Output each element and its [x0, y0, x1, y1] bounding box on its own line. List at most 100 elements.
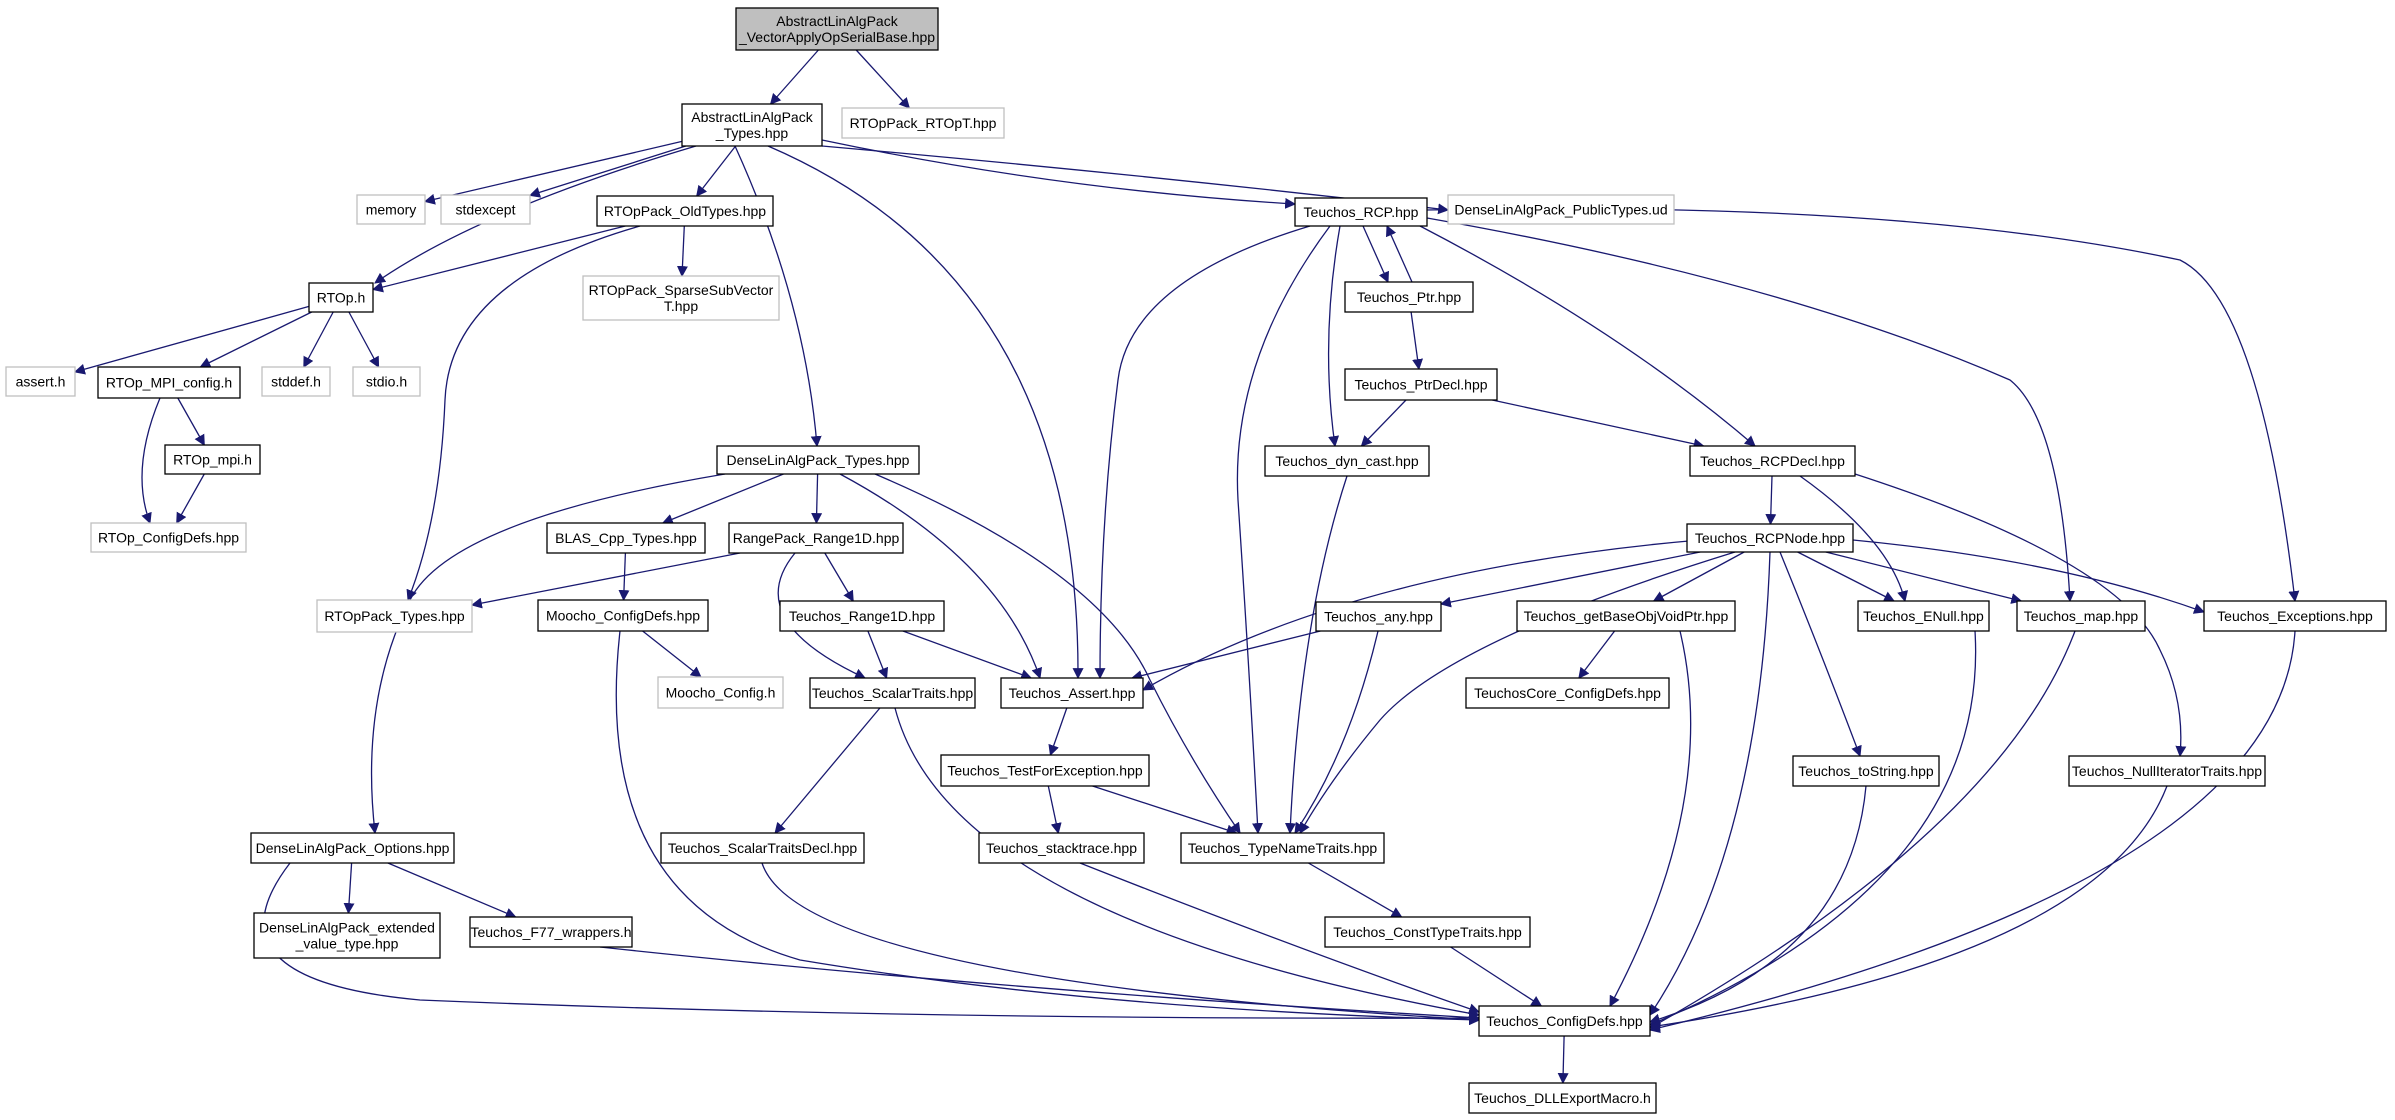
edge-rtop_h-to-assert_h: [73, 305, 310, 375]
node-teuchos_any[interactable]: Teuchos_any.hpp: [1315, 601, 1442, 632]
node-label: stdexcept: [456, 202, 516, 218]
node-box: [440, 194, 531, 225]
node-teuchos_testforexception[interactable]: Teuchos_TestForException.hpp: [940, 754, 1150, 787]
node-rtop_h[interactable]: RTOp.h: [308, 282, 374, 313]
edge-teuchos_rcp-to-teuchos_map: [1426, 217, 2075, 603]
dependency-edges: [73, 49, 2300, 1085]
edge-rtoppack_oldtypes-to-rtop_h: [371, 225, 626, 293]
node-label: RangePack_Range1D.hpp: [733, 530, 900, 546]
edge-teuchos_rcp-to-teuchos_assert: [1094, 225, 1311, 680]
node-alap_types[interactable]: AbstractLinAlgPack_Types.hpp: [681, 103, 823, 147]
node-label: Teuchos_Assert.hpp: [1009, 685, 1136, 701]
edge-teuchos_rcp-to-teuchos_typenametraits: [1236, 225, 1331, 835]
node-box: [316, 599, 473, 633]
node-label: RTOp_MPI_config.h: [106, 375, 232, 391]
edge-teuchos_configdefs-to-teuchos_dllexport: [1557, 1035, 1569, 1085]
node-teuchos_assert[interactable]: Teuchos_Assert.hpp: [1000, 677, 1144, 709]
edge-teuchos_rcpnode-to-teuchos_enull: [1797, 551, 1895, 602]
node-box: [1324, 916, 1531, 948]
node-teuchos_typenametraits[interactable]: Teuchos_TypeNameTraits.hpp: [1180, 832, 1385, 864]
node-box: [253, 912, 441, 959]
node-label: Teuchos_ScalarTraitsDecl.hpp: [668, 840, 858, 856]
node-label: RTOp_mpi.h: [173, 452, 252, 468]
node-box: [164, 444, 261, 475]
node-box: [1478, 1005, 1651, 1037]
node-box: [97, 366, 241, 399]
node-teuchos_map[interactable]: Teuchos_map.hpp: [2016, 600, 2146, 632]
node-box: [1315, 601, 1442, 632]
node-teuchoscore_configdefs[interactable]: TeuchosCore_ConfigDefs.hpp: [1465, 677, 1670, 709]
edge-dlap_types-to-dlap_options: [368, 473, 726, 835]
edge-teuchos_any-to-teuchos_assert: [1131, 630, 1321, 681]
node-stddef_h: stddef.h: [261, 366, 331, 397]
node-teuchos_rcpdecl[interactable]: Teuchos_RCPDecl.hpp: [1689, 445, 1856, 477]
node-dlap_options[interactable]: DenseLinAlgPack_Options.hpp: [250, 832, 455, 864]
node-label: Teuchos_RCPDecl.hpp: [1700, 453, 1845, 469]
node-teuchos_stacktrace[interactable]: Teuchos_stacktrace.hpp: [978, 832, 1145, 864]
node-box: [1447, 194, 1675, 225]
edge-teuchos_rcpnode-to-teuchos_typenametraits: [1299, 551, 1736, 834]
edge-teuchos_typenametraits-to-teuchos_consttypetraits: [1308, 862, 1403, 918]
node-moocho_configdefs[interactable]: Moocho_ConfigDefs.hpp: [537, 599, 709, 632]
edge-teuchos_ptrdecl-to-teuchos_rcpdecl: [1492, 399, 1705, 450]
node-label: Teuchos_PtrDecl.hpp: [1354, 377, 1487, 393]
node-label: Teuchos_Range1D.hpp: [789, 608, 936, 624]
node-teuchos_dllexport[interactable]: Teuchos_DLLExportMacro.h: [1468, 1082, 1657, 1114]
node-teuchos_enull[interactable]: Teuchos_ENull.hpp: [1857, 600, 1990, 632]
node-teuchos_scalartraits[interactable]: Teuchos_ScalarTraits.hpp: [809, 677, 976, 709]
node-label: Teuchos_TypeNameTraits.hpp: [1188, 840, 1378, 856]
edge-teuchos_enull-to-teuchos_configdefs: [1648, 630, 1977, 1027]
node-teuchos_ptr[interactable]: Teuchos_Ptr.hpp: [1344, 281, 1474, 313]
node-box: [352, 366, 421, 397]
edge-teuchos_rcp-to-teuchos_exceptions: [1426, 207, 2300, 603]
node-label: DenseLinAlgPack_Options.hpp: [256, 840, 450, 856]
edge-rtop_mpi_config-to-rtop_mpi: [177, 397, 205, 446]
edge-teuchos_rcpnode-to-teuchos_tostring: [1779, 551, 1862, 758]
edge-rtop_h-to-rtop_mpi_config: [199, 311, 312, 368]
node-dlap_types[interactable]: DenseLinAlgPack_Types.hpp: [716, 445, 920, 475]
edge-teuchos_testforexception-to-teuchos_stacktrace: [1047, 785, 1062, 835]
node-teuchos_ptrdecl[interactable]: Teuchos_PtrDecl.hpp: [1344, 368, 1498, 401]
node-rangepack_range1d[interactable]: RangePack_Range1D.hpp: [728, 522, 904, 554]
node-label: T.hpp: [664, 298, 698, 314]
edge-rtop_mpi-to-rtop_configdefs: [176, 473, 205, 524]
node-label: RTOpPack_SparseSubVector: [589, 282, 774, 298]
node-blas_cpp_types[interactable]: BLAS_Cpp_Types.hpp: [546, 522, 706, 554]
node-label: _VectorApplyOpSerialBase.hpp: [738, 29, 935, 45]
node-label: RTOpPack_OldTypes.hpp: [604, 203, 766, 219]
node-teuchos_exceptions[interactable]: Teuchos_Exceptions.hpp: [2203, 600, 2387, 632]
node-box: [2068, 755, 2266, 787]
node-rtop_mpi[interactable]: RTOp_mpi.h: [164, 444, 261, 475]
node-teuchos_rcpnode[interactable]: Teuchos_RCPNode.hpp: [1686, 523, 1854, 553]
node-box: [1000, 677, 1144, 709]
edge-teuchos_rcpnode-to-teuchos_map: [1825, 551, 2023, 604]
node-box: [1180, 832, 1385, 864]
edge-teuchos_ptr-to-teuchos_rcp: [1386, 224, 1413, 283]
node-teuchos_scalartraitsdecl[interactable]: Teuchos_ScalarTraitsDecl.hpp: [660, 832, 865, 864]
node-teuchos_getbaseobj[interactable]: Teuchos_getBaseObjVoidPtr.hpp: [1516, 600, 1736, 632]
edge-teuchos_getbaseobj-to-teuchoscore_configdefs: [1578, 630, 1616, 679]
node-teuchos_tostring[interactable]: Teuchos_toString.hpp: [1792, 755, 1940, 787]
node-box: [1689, 445, 1856, 477]
node-teuchos_configdefs[interactable]: Teuchos_ConfigDefs.hpp: [1478, 1005, 1651, 1037]
node-box: [681, 103, 823, 147]
node-teuchos_range1d[interactable]: Teuchos_Range1D.hpp: [779, 600, 945, 632]
node-rtop_mpi_config[interactable]: RTOp_MPI_config.h: [97, 366, 241, 399]
node-teuchos_nulliteratortraits[interactable]: Teuchos_NullIteratorTraits.hpp: [2068, 755, 2266, 787]
node-box: [1264, 445, 1430, 477]
edge-dlap_types-to-blas_cpp_types: [661, 473, 784, 525]
node-dlap_extended[interactable]: DenseLinAlgPack_extended_value_type.hpp: [253, 912, 441, 959]
node-box: [1465, 677, 1670, 709]
node-box: [308, 282, 374, 313]
edge-alap_types-to-rtoppack_oldtypes: [696, 145, 737, 197]
edge-dlap_types-to-teuchos_assert: [839, 473, 1043, 680]
node-root[interactable]: AbstractLinAlgPack_VectorApplyOpSerialBa…: [735, 7, 939, 51]
node-teuchos_rcp[interactable]: Teuchos_RCP.hpp: [1294, 197, 1428, 227]
node-teuchos_f77[interactable]: Teuchos_F77_wrappers.h: [469, 916, 633, 948]
node-box: [779, 600, 945, 632]
node-label: Teuchos_RCPNode.hpp: [1695, 530, 1845, 546]
node-teuchos_consttypetraits[interactable]: Teuchos_ConstTypeTraits.hpp: [1324, 916, 1531, 948]
node-teuchos_dyn_cast[interactable]: Teuchos_dyn_cast.hpp: [1264, 445, 1430, 477]
node-rtoppack_oldtypes[interactable]: RTOpPack_OldTypes.hpp: [596, 195, 774, 227]
node-box: [250, 832, 455, 864]
